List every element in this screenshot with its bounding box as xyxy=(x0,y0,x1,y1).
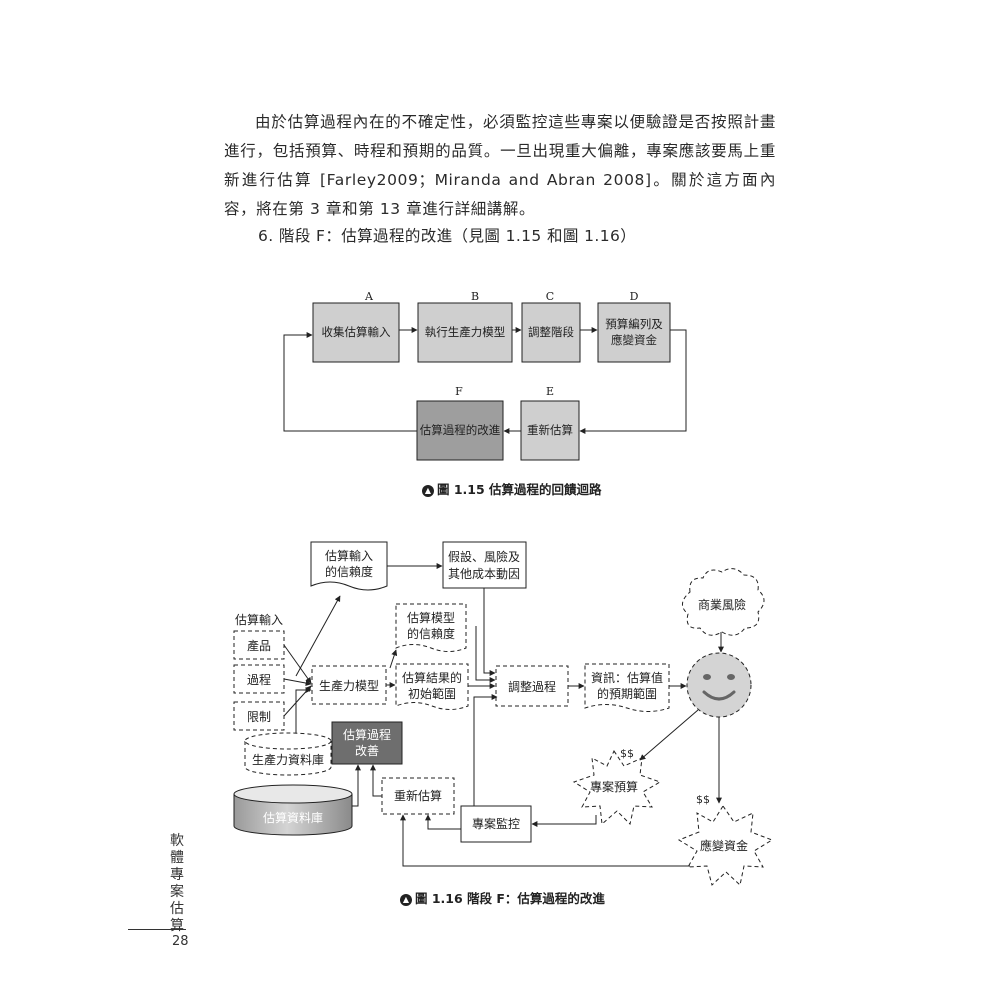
letter-d: D xyxy=(630,290,639,303)
svg-text:估算資料庫: 估算資料庫 xyxy=(263,810,323,825)
arrow-process-model xyxy=(283,678,312,686)
arrow-model-to-confidence xyxy=(295,595,341,677)
box-budget xyxy=(597,302,671,363)
node-initial-range xyxy=(395,663,469,710)
figure-1-16-arrows xyxy=(283,563,724,867)
arrow-f-a xyxy=(283,332,417,432)
svg-text:生產力模型: 生產力模型 xyxy=(319,678,379,693)
svg-text:假設、風險及: 假設、風險及 xyxy=(448,549,520,564)
body-paragraph: 由於估算過程內在的不確定性，必須監控這些專案以便驗證是否按照計畫進行，包括預算、… xyxy=(224,108,776,224)
dollar-contingency: $$ xyxy=(696,793,710,806)
svg-text:重新估算: 重新估算 xyxy=(394,788,442,803)
arrow-smiley-budget xyxy=(639,709,699,761)
book-side-title: 軟體專案估算 xyxy=(170,833,184,934)
arrow-reestimate-improvement xyxy=(370,764,382,797)
node-estimation-db: 估算資料庫 xyxy=(233,784,353,836)
smiley-icon xyxy=(686,652,752,718)
figure-1-15-caption: ▲圖 1.15 估算過程的回饋迴路 xyxy=(422,479,602,498)
node-project-budget xyxy=(572,749,662,826)
figure-marker-icon: ▲ xyxy=(422,485,434,497)
box-re-estimate xyxy=(520,400,580,461)
node-info-range xyxy=(584,663,670,712)
box-re-estimate-label: 重新估算 xyxy=(527,423,573,437)
svg-text:估算輸入: 估算輸入 xyxy=(325,548,373,563)
box-budget-label-1: 預算編列及 xyxy=(605,317,663,331)
arrow-monitor-reestimate xyxy=(425,814,461,830)
svg-text:產品: 產品 xyxy=(247,638,271,653)
arrow-monitor-adjust xyxy=(473,694,498,806)
box-collect-inputs xyxy=(312,302,400,363)
page-number-rule xyxy=(128,929,186,930)
letter-a: A xyxy=(364,290,374,303)
svg-text:初始範圍: 初始範圍 xyxy=(408,686,456,701)
svg-text:其他成本動因: 其他成本動因 xyxy=(448,567,520,581)
node-productivity-model xyxy=(311,665,387,705)
node-adjustment-process xyxy=(495,665,569,707)
arrow-contingency-reestimate xyxy=(400,814,690,867)
box-collect-inputs-label: 收集估算輸入 xyxy=(322,325,391,339)
paragraph-text: 由於估算過程內在的不確定性，必須監控這些專案以便驗證是否按照計畫進行，包括預算、… xyxy=(224,113,776,218)
node-productivity-db: 生產力資料庫 xyxy=(244,732,332,776)
figure-marker-icon: ▲ xyxy=(400,894,412,906)
section-heading: 6. 階段 F：估算過程的改進（見圖 1.15 和圖 1.16） xyxy=(258,227,637,245)
arrow-range-modelconf xyxy=(389,649,398,669)
figure-1-16: 估算輸入 的信賴度 假設、風險及 其他成本動因 估算輸入 產品 過程 限制 估算… xyxy=(233,541,774,886)
node-constraints xyxy=(233,701,285,731)
svg-text:商業風險: 商業風險 xyxy=(698,597,746,612)
box-run-model xyxy=(417,302,513,363)
letter-b: B xyxy=(471,290,479,303)
box-budget-label-2: 應變資金 xyxy=(611,333,657,347)
svg-text:過程: 過程 xyxy=(247,672,271,687)
figure-1-15-arrows xyxy=(283,327,687,434)
svg-text:的預期範圍: 的預期範圍 xyxy=(597,686,657,701)
svg-text:應變資金: 應變資金 xyxy=(700,838,748,853)
page-number: 28 xyxy=(172,934,189,949)
svg-text:估算模型: 估算模型 xyxy=(407,610,455,625)
svg-text:生產力資料庫: 生產力資料庫 xyxy=(252,752,324,767)
svg-text:估算過程: 估算過程 xyxy=(343,727,391,742)
box-adjustment-label: 調整階段 xyxy=(528,325,574,339)
svg-text:資訊：估算值: 資訊：估算值 xyxy=(591,670,663,685)
node-contingency xyxy=(677,805,774,886)
svg-text:調整過程: 調整過程 xyxy=(508,679,556,694)
svg-text:估算結果的: 估算結果的 xyxy=(402,670,462,685)
node-re-estimate xyxy=(381,777,455,815)
node-process-improvement xyxy=(331,721,403,765)
node-business-risk xyxy=(682,568,765,636)
arrow-assumptions-adjust xyxy=(483,588,496,676)
node-assumptions xyxy=(442,541,527,589)
node-input-confidence xyxy=(310,541,388,591)
arrow-estdb-improvement xyxy=(352,764,361,807)
svg-text:改善: 改善 xyxy=(355,743,379,758)
arrow-modelconf-adjust xyxy=(475,626,496,683)
box-adjustment xyxy=(521,302,581,363)
letter-e: E xyxy=(546,385,554,398)
box-improvement-label: 估算過程的改進 xyxy=(420,423,501,437)
box-run-model-label: 執行生產力模型 xyxy=(425,325,506,339)
node-model-confidence xyxy=(395,603,467,652)
arrow-db-model xyxy=(295,687,312,733)
svg-text:專案預算: 專案預算 xyxy=(590,779,638,794)
svg-text:的信賴度: 的信賴度 xyxy=(325,564,373,579)
arrow-budget-monitor xyxy=(531,815,597,827)
figure-1-15: A B C D F E 收集估算輸入 執行生產力模型 調整階段 預算編列及 應變… xyxy=(283,290,687,461)
arrow-d-e xyxy=(579,329,687,434)
svg-text:限制: 限制 xyxy=(247,710,271,724)
letter-c: C xyxy=(546,290,554,303)
letter-f: F xyxy=(455,385,463,398)
figure-1-16-caption: ▲圖 1.16 階段 F：估算過程的改進 xyxy=(400,888,605,907)
node-project-monitoring xyxy=(460,805,532,843)
arrow-product-model xyxy=(283,644,312,684)
dollar-budget: $$ xyxy=(620,747,634,760)
svg-text:的信賴度: 的信賴度 xyxy=(407,626,455,641)
svg-text:專案監控: 專案監控 xyxy=(472,816,520,831)
node-product xyxy=(233,630,285,660)
label-estimate-inputs: 估算輸入 xyxy=(235,612,283,627)
